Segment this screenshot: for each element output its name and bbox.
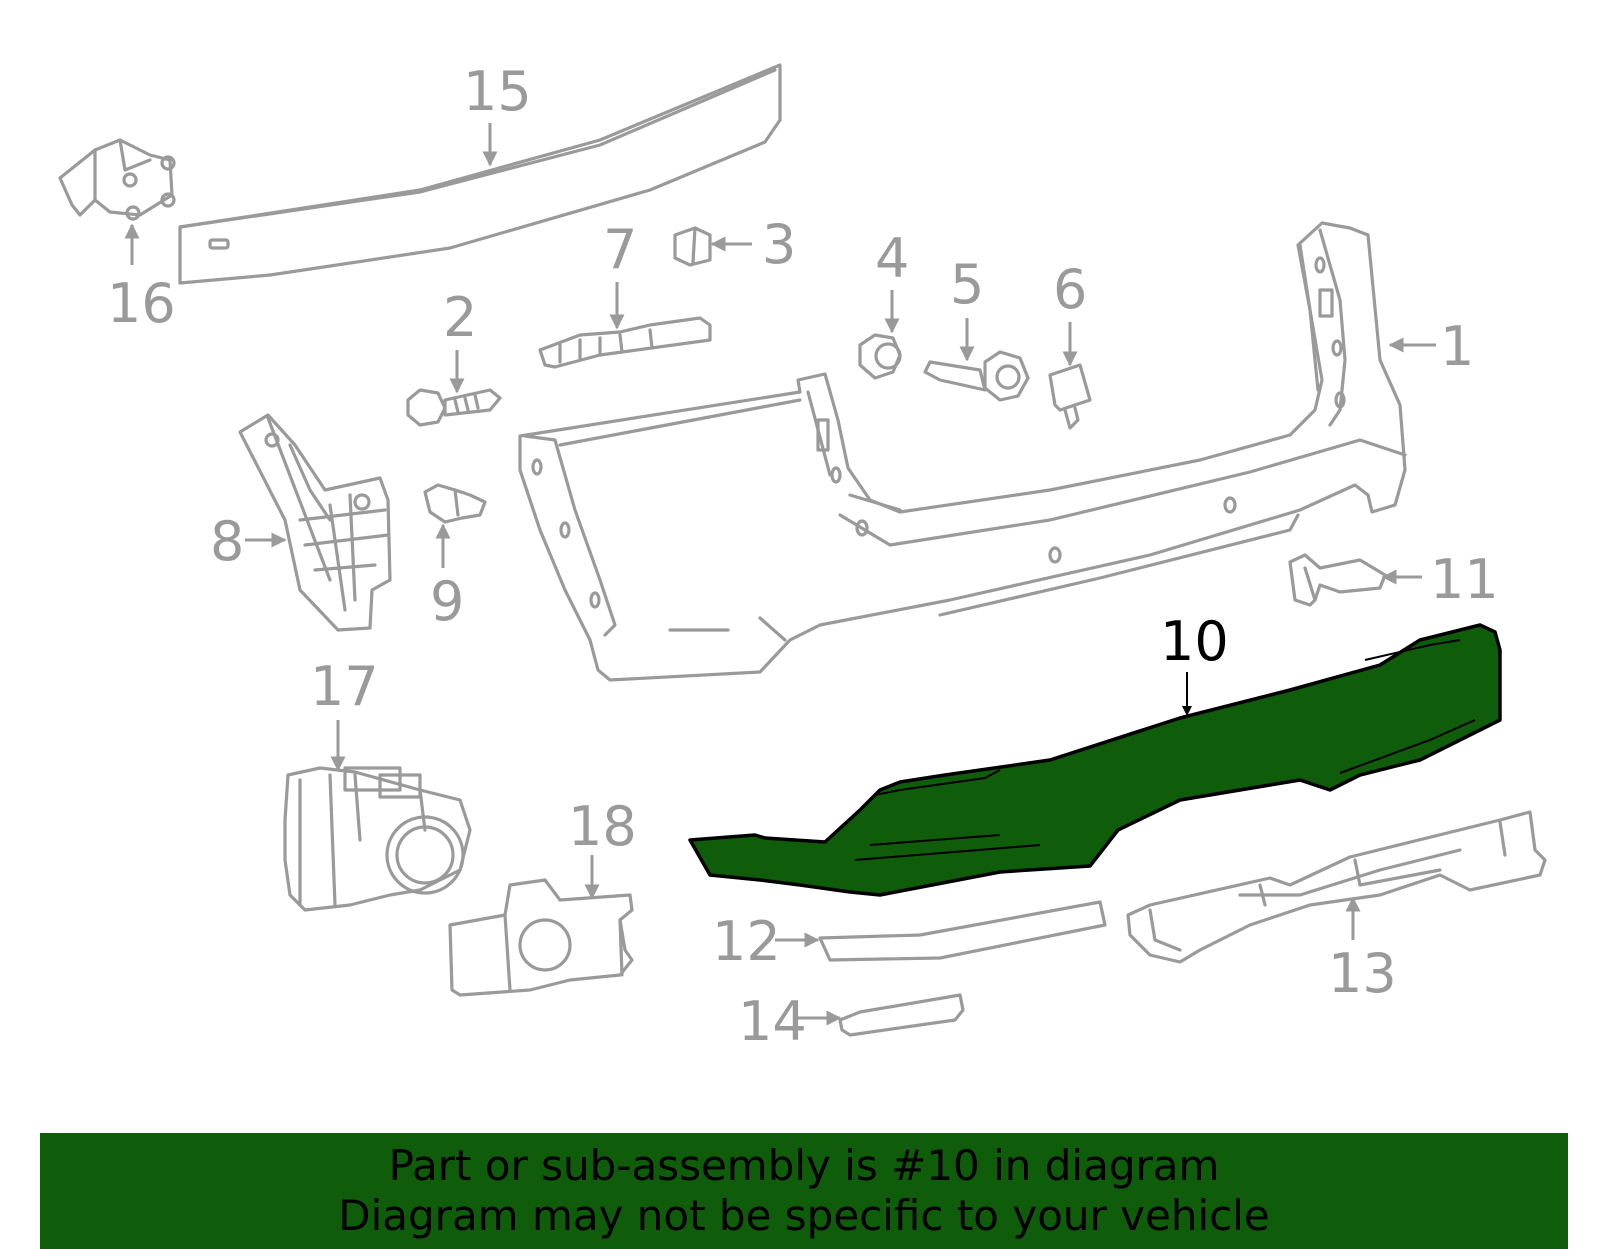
part-1-bumper-cover <box>518 221 1407 682</box>
part-14-strip <box>838 993 965 1037</box>
part-11-grommet <box>1288 553 1387 607</box>
callout-5: 5 <box>950 253 984 316</box>
banner-line-2: Diagram may not be specific to your vehi… <box>338 1191 1270 1240</box>
callout-6: 6 <box>1053 258 1087 321</box>
part-4-nut <box>858 333 902 380</box>
part-5-screw <box>923 350 1030 402</box>
part-12-strip <box>818 900 1107 962</box>
callout-7: 7 <box>603 218 637 281</box>
callout-16: 16 <box>107 272 176 335</box>
callout-18: 18 <box>568 795 637 858</box>
part-18-sensor-bracket <box>448 878 634 997</box>
callout-4: 4 <box>875 227 909 290</box>
part-2-bolt <box>406 388 502 427</box>
callout-13: 13 <box>1328 942 1397 1005</box>
callout-8: 8 <box>210 510 244 573</box>
callout-12: 12 <box>712 910 781 973</box>
callout-9: 9 <box>430 570 464 633</box>
part-10-lower-cover-highlighted <box>688 623 1502 897</box>
callout-labels: 1 2 3 4 5 6 7 8 9 10 11 12 13 14 15 16 1… <box>107 60 1499 1053</box>
callout-11: 11 <box>1430 548 1499 611</box>
callout-14: 14 <box>738 990 807 1053</box>
callout-1: 1 <box>1440 315 1474 378</box>
info-banner: Part or sub-assembly is #10 in diagram D… <box>40 1133 1568 1249</box>
part-15-reinforcement <box>178 63 782 285</box>
callout-3: 3 <box>762 213 796 276</box>
callout-2: 2 <box>443 286 477 349</box>
callout-15: 15 <box>463 60 532 123</box>
callout-10: 10 <box>1160 610 1229 673</box>
part-13-under-cover <box>1126 810 1547 964</box>
part-8-side-bracket <box>238 413 392 632</box>
part-9-nut <box>423 483 487 524</box>
callout-17: 17 <box>310 655 379 718</box>
part-6-clip <box>1048 363 1092 430</box>
part-7-retainer <box>538 316 712 369</box>
callout-arrows <box>124 123 1436 1026</box>
part-3-clip <box>673 226 712 267</box>
banner-line-1: Part or sub-assembly is #10 in diagram <box>388 1141 1220 1190</box>
part-16-bracket <box>58 138 176 221</box>
part-17-parking-sensor <box>283 766 472 912</box>
